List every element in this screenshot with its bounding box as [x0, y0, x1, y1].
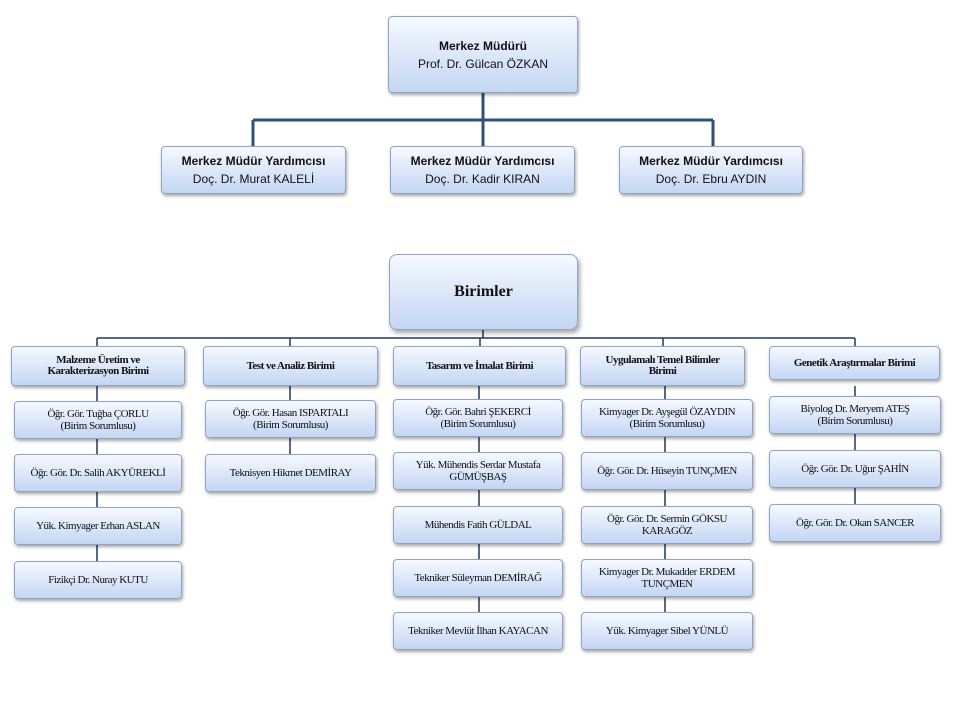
staff-box: Tekniker Süleyman DEMİRAĞ [393, 559, 563, 597]
deputy-name: Doç. Dr. Murat KALELİ [192, 172, 315, 186]
staff-line: TUNÇMEN [641, 578, 693, 590]
staff-box: Öğr. Gör. Bahri ŞEKERCİ (Birim Sorumlusu… [393, 399, 563, 437]
staff-line: Tekniker Mevlüt İlhan KAYACAN [408, 625, 548, 637]
unit-header-box: Tasarım ve İmalat Birimi [393, 346, 566, 386]
staff-box: Öğr. Gör. Dr. Salih AKYÜREKLİ [14, 454, 182, 492]
deputy-box: Merkez Müdür Yardımcısı Doç. Dr. Murat K… [161, 146, 346, 194]
staff-line: Yük. Mühendis Serdar Mustafa [415, 459, 541, 471]
unit-header-box: Uygulamalı Temel Bilimler Birimi [580, 346, 745, 386]
staff-line: Öğr. Gör. Dr. Sermin GÖKSU [607, 513, 727, 525]
staff-line: Öğr. Gör. Dr. Uğur ŞAHİN [801, 463, 909, 475]
staff-box: Öğr. Gör. Dr. Uğur ŞAHİN [769, 450, 941, 488]
unit-header-box: Genetik Araştırmalar Birimi [769, 346, 940, 380]
staff-box: Yük. Mühendis Serdar Mustafa GÜMÜŞBAŞ [393, 452, 563, 490]
staff-line: Öğr. Gör. Dr. Hüseyin TUNÇMEN [597, 465, 737, 477]
deputy-name: Doç. Dr. Ebru AYDIN [655, 172, 767, 186]
staff-line: Yük. Kimyager Sibel YÜNLÜ [605, 625, 729, 637]
deputy-title: Merkez Müdür Yardımcısı [639, 154, 783, 168]
staff-box: Teknisyen Hikmet DEMİRAY [205, 454, 376, 492]
staff-box: Biyolog Dr. Meryem ATEŞ (Birim Sorumlusu… [769, 396, 941, 434]
staff-line: Yük. Kimyager Erhan ASLAN [36, 520, 160, 532]
units-header: Birimler [454, 283, 513, 300]
staff-box: Öğr. Gör. Hasan ISPARTALI (Birim Sorumlu… [205, 400, 376, 438]
unit-name-line: Birimi [648, 365, 677, 377]
staff-box: Yük. Kimyager Sibel YÜNLÜ [581, 612, 753, 650]
staff-line: Tekniker Süleyman DEMİRAĞ [414, 572, 542, 584]
deputy-name: Doç. Dr. Kadir KIRAN [425, 172, 540, 186]
staff-line: (Birim Sorumlusu) [253, 419, 328, 431]
director-box: Merkez Müdürü Prof. Dr. Gülcan ÖZKAN [388, 16, 578, 93]
deputy-box: Merkez Müdür Yardımcısı Doç. Dr. Ebru AY… [619, 146, 803, 194]
staff-box: Öğr. Gör. Dr. Okan SANCER [769, 504, 941, 542]
staff-line: KARAGÖZ [641, 525, 693, 537]
staff-line: Biyolog Dr. Meryem ATEŞ [800, 403, 910, 415]
staff-box: Öğr. Gör. Tuğba ÇORLU (Birim Sorumlusu) [14, 401, 182, 439]
director-name: Prof. Dr. Gülcan ÖZKAN [417, 56, 549, 71]
staff-line: (Birim Sorumlusu) [629, 418, 705, 430]
staff-line: (Birim Sorumlusu) [817, 415, 893, 427]
staff-box: Fizikçi Dr. Nuray KUTU [14, 561, 182, 599]
staff-line: (Birim Sorumlusu) [60, 420, 136, 432]
unit-name-line: Tasarım ve İmalat Birimi [425, 359, 534, 372]
staff-line: Öğr. Gör. Dr. Okan SANCER [796, 517, 914, 529]
unit-name-line: Karakterizasyon Birimi [47, 365, 149, 377]
staff-line: Öğr. Gör. Tuğba ÇORLU [47, 408, 149, 420]
staff-box: Öğr. Gör. Dr. Hüseyin TUNÇMEN [581, 452, 753, 490]
staff-line: Öğr. Gör. Dr. Salih AKYÜREKLİ [30, 467, 166, 479]
unit-header-box: Malzeme Üretim ve Karakterizasyon Birimi [11, 346, 185, 386]
staff-line: Kimyager Dr. Mukadder ERDEM [598, 566, 736, 578]
staff-line: Fizikçi Dr. Nuray KUTU [48, 574, 148, 586]
units-header-box: Birimler [389, 254, 578, 330]
staff-box: Kimyager Dr. Ayşegül ÖZAYDIN (Birim Soru… [581, 399, 753, 437]
staff-line: (Birim Sorumlusu) [440, 418, 516, 430]
staff-box: Kimyager Dr. Mukadder ERDEM TUNÇMEN [581, 559, 753, 597]
staff-line: Öğr. Gör. Bahri ŞEKERCİ [425, 406, 531, 418]
deputy-title: Merkez Müdür Yardımcısı [181, 154, 326, 168]
unit-header-box: Test ve Analiz Birimi [203, 346, 378, 386]
director-title: Merkez Müdürü [438, 38, 527, 53]
staff-line: Öğr. Gör. Hasan ISPARTALI [232, 407, 349, 419]
staff-box: Tekniker Mevlüt İlhan KAYACAN [393, 612, 563, 650]
deputy-title: Merkez Müdür Yardımcısı [410, 154, 555, 168]
unit-name-line: Malzeme Üretim ve [56, 354, 140, 366]
staff-line: Teknisyen Hikmet DEMİRAY [229, 467, 352, 479]
staff-box: Öğr. Gör. Dr. Sermin GÖKSU KARAGÖZ [581, 506, 753, 544]
staff-line: Kimyager Dr. Ayşegül ÖZAYDIN [598, 406, 736, 418]
staff-box: Yük. Kimyager Erhan ASLAN [14, 507, 182, 545]
unit-name-line: Uygulamalı Temel Bilimler [605, 354, 721, 366]
staff-line: GÜMÜŞBAŞ [449, 471, 507, 483]
unit-name-line: Genetik Araştırmalar Birimi [793, 356, 916, 369]
deputy-box: Merkez Müdür Yardımcısı Doç. Dr. Kadir K… [390, 146, 575, 194]
staff-box: Mühendis Fatih GÜLDAL [393, 506, 563, 544]
staff-line: Mühendis Fatih GÜLDAL [424, 519, 532, 531]
unit-name-line: Test ve Analiz Birimi [246, 359, 335, 372]
